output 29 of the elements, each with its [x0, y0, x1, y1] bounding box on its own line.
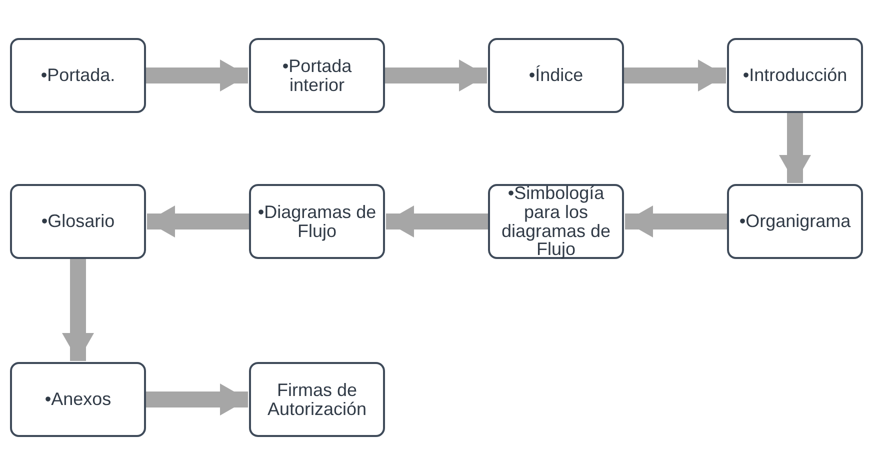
arrow — [386, 206, 488, 238]
box-label: •Simbología para los diagramas de Flujo — [500, 184, 612, 260]
box-label: •Portada. — [40, 66, 116, 85]
arrow — [146, 60, 248, 92]
arrow — [779, 113, 811, 183]
process-box — [727, 184, 863, 259]
arrow — [62, 259, 94, 361]
box-label: •Organigrama — [739, 212, 851, 231]
process-box — [10, 362, 146, 437]
arrow — [385, 60, 487, 92]
process-box — [10, 184, 146, 259]
arrow — [624, 60, 726, 92]
box-label: Firmas de Autorización — [266, 380, 368, 418]
process-box — [10, 38, 146, 113]
process-box — [249, 362, 385, 437]
process-box — [249, 38, 385, 113]
arrow — [625, 206, 727, 238]
box-label: •Anexos — [44, 390, 112, 409]
box-label: •Índice — [528, 66, 584, 85]
box-label: •Portada interior — [281, 56, 353, 94]
process-box — [727, 38, 863, 113]
box-label: •Diagramas de Flujo — [256, 202, 378, 240]
arrow — [146, 384, 248, 416]
box-label: •Introducción — [742, 66, 848, 85]
arrow — [147, 206, 249, 238]
process-box — [249, 184, 385, 259]
box-label: •Glosario — [41, 212, 115, 231]
process-box — [488, 38, 624, 113]
process-box — [488, 184, 624, 259]
